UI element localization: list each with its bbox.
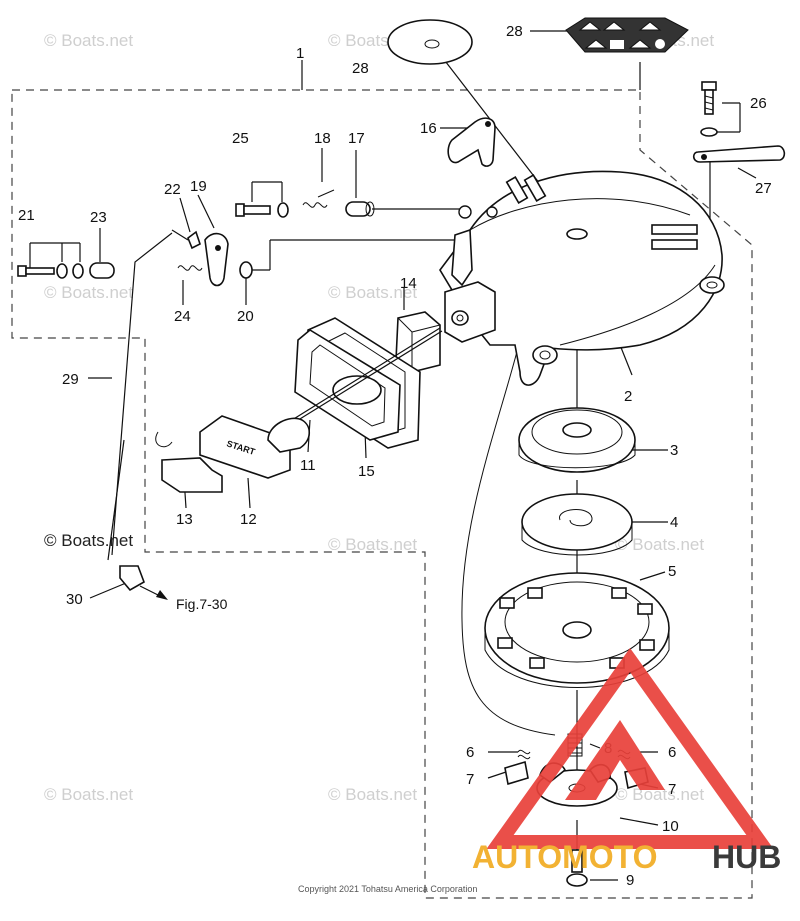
watermark-10: © Boats.net bbox=[44, 785, 133, 804]
starter-handle: START bbox=[199, 415, 311, 479]
label-30: 30 bbox=[66, 591, 83, 608]
label-25: 25 bbox=[232, 130, 249, 147]
reel bbox=[484, 572, 670, 688]
bracket-27 bbox=[692, 145, 786, 163]
label-12: 12 bbox=[240, 511, 257, 528]
pawl-lever bbox=[447, 117, 496, 167]
label-1: 1 bbox=[296, 45, 304, 62]
label-28b: 28 bbox=[506, 23, 523, 40]
label-14: 14 bbox=[400, 275, 417, 292]
watermark-9: © Boats.net bbox=[615, 535, 704, 554]
reel-plate bbox=[518, 407, 636, 473]
starter-rope bbox=[291, 327, 443, 423]
label-6a: 6 bbox=[466, 744, 474, 761]
label-11: 11 bbox=[300, 457, 316, 474]
label-29: 29 bbox=[62, 371, 79, 388]
handle-cap bbox=[155, 431, 223, 493]
logo-text-automoto: AUTOMOTO bbox=[472, 839, 657, 875]
watermark-5: © Boats.net bbox=[328, 283, 417, 302]
starter-case bbox=[439, 170, 725, 386]
label-5: 5 bbox=[668, 563, 676, 580]
center-bolt bbox=[566, 849, 588, 887]
label-20: 20 bbox=[237, 308, 254, 325]
watermark-8: © Boats.net bbox=[328, 535, 417, 554]
label-13: 13 bbox=[176, 511, 193, 528]
label-28a: 28 bbox=[352, 60, 369, 77]
label-4: 4 bbox=[670, 514, 678, 531]
label-15: 15 bbox=[358, 463, 375, 480]
decal-disk bbox=[387, 19, 473, 65]
copyright-text: Copyright 2021 Tohatsu America Corporati… bbox=[298, 884, 477, 894]
label-9: 9 bbox=[626, 872, 634, 889]
label-24: 24 bbox=[174, 308, 191, 325]
label-17: 17 bbox=[348, 130, 365, 147]
label-21: 21 bbox=[18, 207, 35, 224]
watermark-4: © Boats.net bbox=[44, 283, 133, 302]
label-6b: 6 bbox=[668, 744, 676, 761]
label-7b: 7 bbox=[668, 781, 676, 798]
label-23: 23 bbox=[90, 209, 107, 226]
figure-reference: Fig.7-30 bbox=[139, 585, 228, 612]
label-27: 27 bbox=[755, 180, 772, 197]
logo-text-hub: HUB bbox=[712, 839, 781, 875]
label-10: 10 bbox=[662, 818, 679, 835]
watermark-7: © Boats.net bbox=[44, 531, 133, 550]
label-3: 3 bbox=[670, 442, 678, 459]
bolt-26 bbox=[700, 81, 718, 137]
label-26: 26 bbox=[750, 95, 767, 112]
leader-lines bbox=[29, 30, 757, 881]
label-19: 19 bbox=[190, 178, 207, 195]
watermark-12: © Boats.net bbox=[615, 785, 704, 804]
automotohub-logo: AUTOMOTO HUB bbox=[472, 647, 781, 875]
label-18: 18 bbox=[314, 130, 331, 147]
part-labels: 1 2 3 14 4 5 6 6 7 7 8 9 10 11 12 13 15 … bbox=[18, 23, 772, 889]
spiral-spring bbox=[521, 493, 633, 556]
warning-label bbox=[565, 17, 689, 53]
watermark-1: © Boats.net bbox=[44, 31, 133, 50]
label-7a: 7 bbox=[466, 771, 474, 788]
label-22: 22 bbox=[164, 181, 181, 198]
watermark-11: © Boats.net bbox=[328, 785, 417, 804]
fig-reference-text: Fig.7-30 bbox=[176, 596, 228, 612]
watermarks: © Boats.net © Boats.net © Boats.net © Bo… bbox=[44, 31, 714, 804]
label-16: 16 bbox=[420, 120, 437, 137]
label-2: 2 bbox=[624, 388, 632, 405]
hardware-small bbox=[17, 189, 375, 592]
